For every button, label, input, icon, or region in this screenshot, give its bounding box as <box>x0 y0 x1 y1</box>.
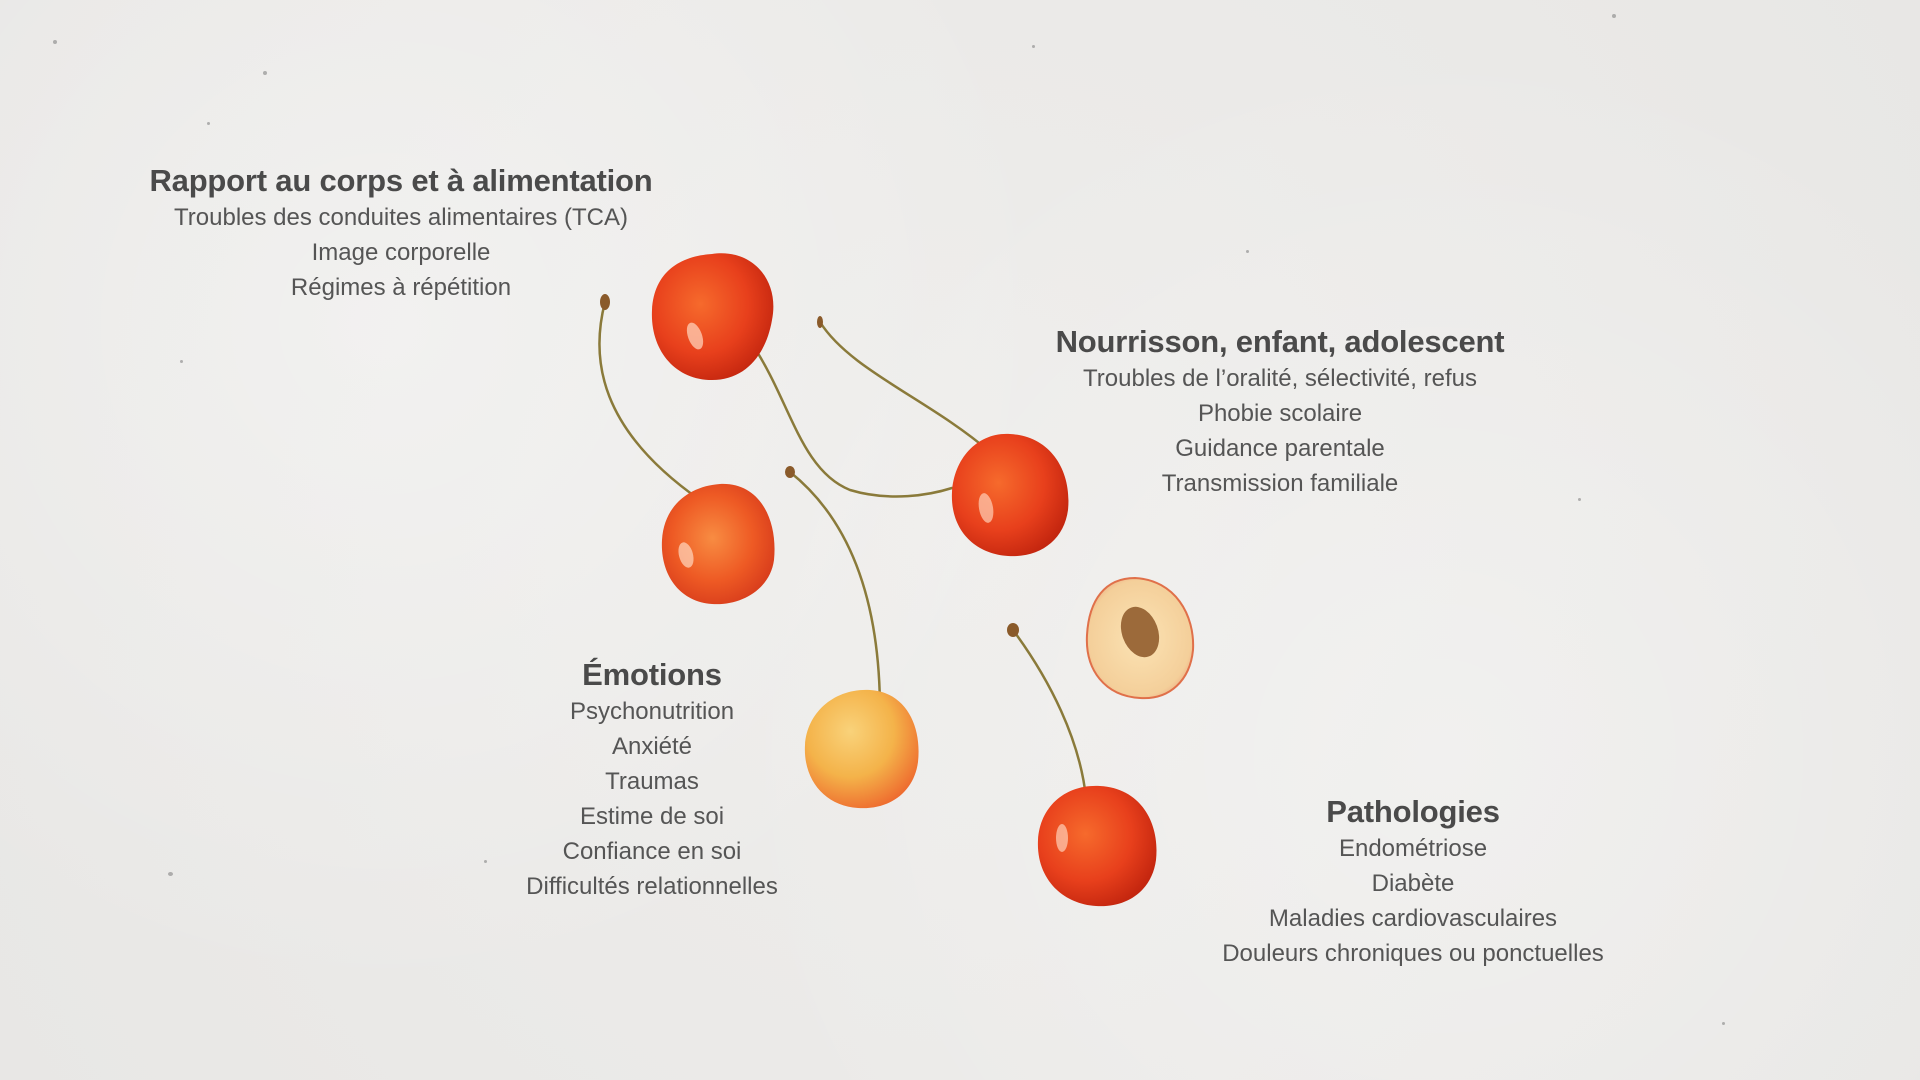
paper-speck <box>1578 498 1581 501</box>
category-title: Pathologies <box>1326 794 1500 829</box>
cherry-half-icon <box>1085 576 1195 700</box>
category-item: Image corporelle <box>311 239 491 266</box>
category-item: Anxiété <box>611 733 693 760</box>
paper-speck <box>53 40 57 44</box>
category-item: Estime de soi <box>579 803 725 830</box>
category-rapport-corps: Rapport au corps et à alimentation Troub… <box>149 162 652 305</box>
category-item: Psychonutrition <box>569 698 735 725</box>
cherry-icon <box>951 433 1069 557</box>
category-nourrisson: Nourrisson, enfant, adolescent Troubles … <box>1056 323 1505 501</box>
category-item: Phobie scolaire <box>1197 400 1363 427</box>
cherry-yellow-icon <box>804 689 919 809</box>
category-title: Rapport au corps et à alimentation <box>149 163 653 198</box>
category-item: Endométriose <box>1338 835 1488 862</box>
category-item: Traumas <box>605 768 699 795</box>
category-title: Émotions <box>582 657 722 692</box>
category-item: Transmission familiale <box>1161 470 1399 497</box>
stem <box>750 342 954 498</box>
stem <box>1011 628 1088 800</box>
category-emotions: Émotions Psychonutrition Anxiété Traumas… <box>526 656 778 904</box>
paper-speck <box>168 872 173 876</box>
cherry-icon <box>1037 785 1157 907</box>
paper-speck <box>1722 1022 1725 1025</box>
cherry-icon <box>651 253 774 380</box>
category-item: Guidance parentale <box>1175 435 1385 462</box>
category-item: Diabète <box>1371 870 1455 897</box>
paper-speck <box>1246 250 1249 253</box>
stem <box>598 300 702 502</box>
category-pathologies: Pathologies Endométriose Diabète Maladie… <box>1222 793 1604 971</box>
paper-speck <box>484 860 487 863</box>
cherry-icon <box>661 483 775 605</box>
category-item: Douleurs chroniques ou ponctuelles <box>1222 940 1604 967</box>
category-item: Troubles de l’oralité, sélectivité, refu… <box>1083 365 1477 392</box>
paper-speck <box>1612 14 1616 18</box>
category-item: Troubles des conduites alimentaires (TCA… <box>174 204 628 231</box>
stem <box>818 320 992 454</box>
paper-speck <box>180 360 183 363</box>
category-item: Régimes à répétition <box>290 274 512 301</box>
paper-speck <box>207 122 210 125</box>
paper-speck <box>1032 45 1035 48</box>
category-item: Maladies cardiovasculaires <box>1268 905 1558 932</box>
category-item: Difficultés relationnelles <box>526 873 778 900</box>
category-title: Nourrisson, enfant, adolescent <box>1055 324 1505 359</box>
category-item: Confiance en soi <box>562 838 742 865</box>
stem <box>788 470 882 714</box>
paper-speck <box>263 71 267 75</box>
